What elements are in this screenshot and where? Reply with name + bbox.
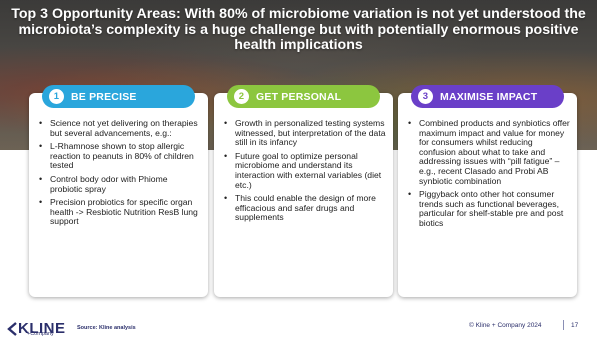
- bullet-list: Combined products and synbiotics offer m…: [408, 118, 570, 233]
- bullet-list: Science not yet delivering on therapies …: [39, 118, 201, 231]
- logo-wordmark: KLINE: [18, 320, 66, 337]
- source-note: Source: Kline analysis: [77, 325, 136, 331]
- page-number: 17: [571, 322, 579, 329]
- chevron-logo-icon: [7, 322, 17, 336]
- bullet-item: Combined products and synbiotics offer m…: [408, 118, 570, 186]
- bullet-list: Growth in personalized testing systems w…: [224, 118, 386, 227]
- card-maximise-impact: 3 MAXIMISE IMPACT Combined products and …: [398, 85, 577, 297]
- card-number-badge: 3: [418, 89, 433, 104]
- card-heading: MAXIMISE IMPACT: [440, 90, 538, 103]
- logo-subtext: +Company: [27, 331, 54, 337]
- bullet-item: Precision probiotics for specific organ …: [39, 197, 201, 227]
- bullet-item: L-Rhamnose shown to stop allergic reacti…: [39, 141, 201, 171]
- card-number-badge: 2: [234, 89, 249, 104]
- bullet-item: Piggyback onto other hot consumer trends…: [408, 189, 570, 228]
- card-heading: BE PRECISE: [71, 90, 137, 103]
- kline-logo: KLINE: [6, 318, 66, 336]
- copyright: © Kline + Company 2024: [469, 322, 542, 329]
- card-number-badge: 1: [49, 89, 64, 104]
- bullet-item: Control body odor with Phiome probiotic …: [39, 174, 201, 194]
- card-header-pill: 1 BE PRECISE: [42, 85, 195, 108]
- card-heading: GET PERSONAL: [256, 90, 342, 103]
- slide-title: Top 3 Opportunity Areas: With 80% of mic…: [11, 6, 586, 53]
- bullet-item: Science not yet delivering on therapies …: [39, 118, 201, 138]
- bullet-item: This could enable the design of more eff…: [224, 193, 386, 223]
- bullet-item: Future goal to optimize personal microbi…: [224, 151, 386, 190]
- card-be-precise: 1 BE PRECISE Science not yet delivering …: [29, 85, 208, 297]
- card-header-pill: 2 GET PERSONAL: [227, 85, 380, 108]
- bullet-item: Growth in personalized testing systems w…: [224, 118, 386, 148]
- card-get-personal: 2 GET PERSONAL Growth in personalized te…: [214, 85, 393, 297]
- footer-divider: [563, 320, 564, 330]
- card-header-pill: 3 MAXIMISE IMPACT: [411, 85, 564, 108]
